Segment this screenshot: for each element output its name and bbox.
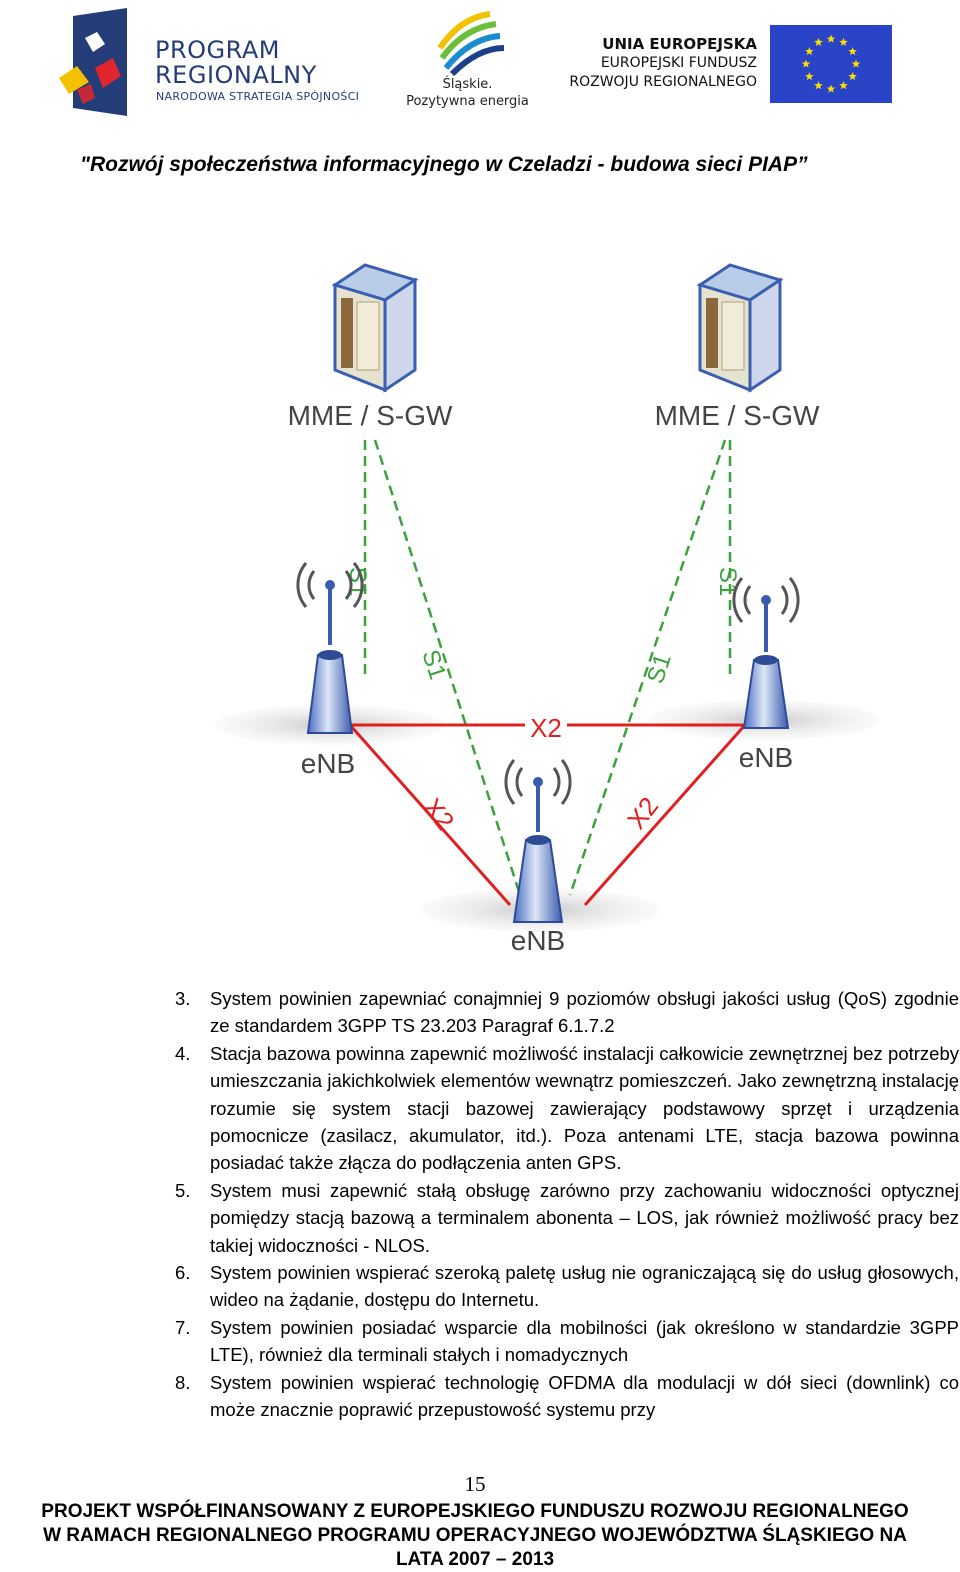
list-item: 6. System powinien wspierać szeroką pale… (175, 1259, 959, 1314)
footer: PROJEKT WSPÓŁFINANSOWANY Z EUROPEJSKIEGO… (0, 1500, 950, 1572)
list-item-number: 7. (175, 1316, 191, 1338)
eu-name: UNIA EUROPEJSKA (602, 35, 757, 53)
eu-star-icon (839, 81, 848, 90)
server-right-icon (696, 263, 784, 393)
slaskie-wave-icon (437, 11, 505, 76)
eu-star-icon (848, 47, 857, 56)
list-item: 7. System powinien posiadać wsparcie dla… (175, 1314, 959, 1369)
list-item: 5. System musi zapewnić stałą obsługę za… (175, 1177, 959, 1259)
list-item-text: System powinien zapewniać conajmniej 9 p… (210, 988, 959, 1037)
s1-label-4: S1 (714, 567, 741, 596)
enb-left-antenna-icon (296, 562, 364, 734)
list-item: 3. System powinien zapewniać conajmniej … (175, 985, 959, 1040)
list-item-number: 5. (175, 1179, 191, 1201)
list-item-text: System powinien wspierać szeroką paletę … (210, 1262, 959, 1311)
eu-flag-icon (770, 25, 892, 103)
x2-label-top: X2 (530, 713, 562, 743)
regionalny-text: REGIONALNY (155, 61, 317, 89)
list-item: 4. Stacja bazowa powinna zapewnić możliw… (175, 1040, 959, 1177)
enb-right-antenna-icon (732, 577, 800, 729)
server-right-label: MME / S-GW (655, 400, 820, 431)
s1-label-2: S1 (416, 647, 451, 683)
eu-star-icon (801, 59, 811, 68)
eu-star-icon (848, 72, 857, 81)
x2-link-right (583, 724, 747, 906)
lte-network-diagram: MME / S-GW MME / S-GW S1 S1 S1 S1 X2 X2 … (215, 263, 880, 956)
eu-text-block: UNIA EUROPEJSKA EUROPEJSKI FUNDUSZ ROZWO… (545, 35, 757, 92)
eu-star-icon (814, 81, 823, 90)
server-left-icon (331, 263, 419, 393)
requirements-list: 3. System powinien zapewniać conajmniej … (175, 985, 959, 1424)
footer-line-1: PROJEKT WSPÓŁFINANSOWANY Z EUROPEJSKIEGO… (41, 1501, 909, 1522)
slaskie-logo: Śląskie. Pozytywna energia (400, 8, 535, 113)
enb-left-label: eNB (301, 748, 355, 779)
eu-star-icon (839, 37, 848, 46)
list-item: 8. System powinien wspierać technologię … (175, 1369, 959, 1424)
list-item-number: 8. (175, 1371, 191, 1393)
list-item-text: Stacja bazowa powinna zapewnić możliwość… (210, 1042, 959, 1174)
eu-fund-line2: ROZWOJU REGIONALNEGO (569, 74, 757, 90)
program-text: PROGRAM (155, 36, 280, 64)
list-item-text: System powinien wspierać technologię OFD… (210, 1371, 959, 1421)
list-item-number: 4. (175, 1042, 191, 1064)
eu-star-icon (805, 47, 814, 56)
eu-fund-line1: EUROPEJSKI FUNDUSZ (600, 55, 757, 71)
eu-star-icon (805, 72, 814, 81)
enb-bottom-antenna-icon (504, 759, 572, 923)
footer-line-2: W RAMACH REGIONALNEGO PROGRAMU OPERACYJN… (43, 1525, 907, 1546)
eu-star-icon (851, 59, 861, 68)
s1-link-right-bottom (568, 439, 727, 896)
enb-bottom-label: eNB (511, 925, 565, 956)
eu-star-icon (826, 84, 836, 93)
slaskie-slogan: Pozytywna energia (406, 94, 529, 109)
program-regionalny-logo: PROGRAM REGIONALNY NARODOWA STRATEGIA SP… (55, 8, 375, 120)
list-item-text: System powinien posiadać wsparcie dla mo… (210, 1316, 959, 1366)
list-item-number: 6. (175, 1262, 191, 1284)
strategia-text: NARODOWA STRATEGIA SPÓJNOŚCI (156, 90, 360, 103)
x2-label-right: X2 (621, 791, 664, 835)
footer-line-3: LATA 2007 – 2013 (395, 1549, 555, 1570)
enb-right-label: eNB (739, 742, 793, 773)
page-number: 15 (464, 1472, 486, 1496)
list-item-text: System musi zapewnić stałą obsługę zarów… (210, 1179, 959, 1256)
server-left-label: MME / S-GW (288, 400, 453, 431)
x2-label-left: X2 (417, 792, 460, 836)
slaskie-name: Śląskie. (442, 77, 493, 92)
eu-star-icon (826, 34, 836, 43)
eu-star-icon (814, 37, 823, 46)
document-title: "Rozwój społeczeństwa informacyjnego w C… (80, 153, 808, 176)
s1-label-3: S1 (642, 651, 677, 687)
program-regionalny-emblem-icon (59, 8, 127, 116)
list-item-number: 3. (175, 988, 191, 1009)
x2-link-left (348, 724, 512, 906)
